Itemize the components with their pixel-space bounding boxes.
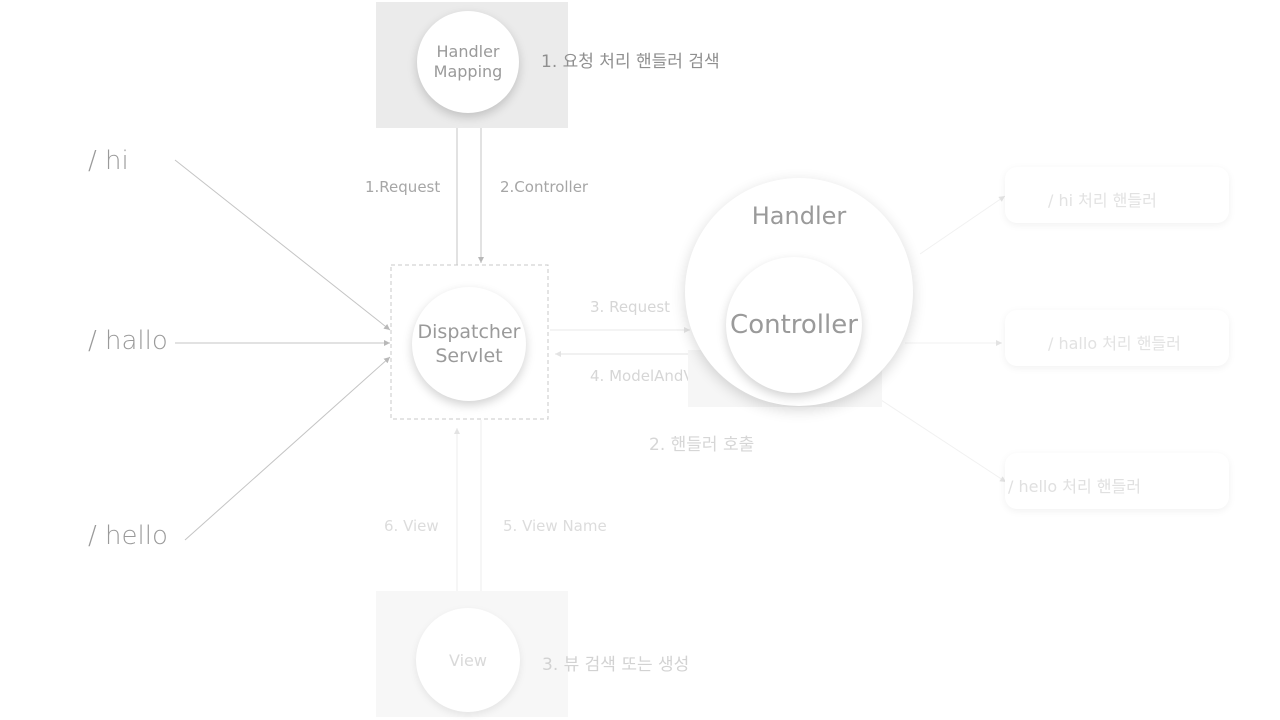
handler-mapping-label-line1: Handler <box>436 42 500 61</box>
handler-mapping-label-line2: Mapping <box>433 62 503 81</box>
handler-mapping-step: 1. 요청 처리 핸들러 검색 <box>541 52 720 72</box>
request-3-label: 3. Request <box>590 298 671 316</box>
route-hi-arrow <box>174 159 391 331</box>
request-1-label: 1.Request <box>365 178 441 196</box>
handler-step: 2. 핸들러 호출 <box>649 435 755 455</box>
handler-card-hello-label: / hello 처리 핸들러 <box>1008 477 1141 496</box>
route-hi: / hi <box>88 146 129 176</box>
dispatcher-label-line1: Dispatcher <box>417 321 521 343</box>
model-and-view-4-label: 4. ModelAndView <box>590 367 720 385</box>
handler-card-hallo-label: / hallo 처리 핸들러 <box>1048 334 1181 353</box>
route-hallo: / hallo <box>88 326 168 356</box>
view-name-5-label: 5. View Name <box>503 517 607 535</box>
view-step: 3. 뷰 검색 또는 생성 <box>542 655 690 675</box>
handler-title: Handler <box>751 202 847 230</box>
handler-card-hello: / hello 처리 핸들러 <box>1005 453 1229 509</box>
controller-2-label: 2.Controller <box>500 178 589 196</box>
route-hello-arrow <box>184 356 391 541</box>
view-6-label: 6. View <box>384 517 439 535</box>
dispatcher-dashed-box <box>390 264 549 420</box>
handler-to-hi-card <box>919 195 1006 255</box>
handler-mapping-node: Handler Mapping <box>417 11 519 113</box>
handler-card-hi-label: / hi 처리 핸들러 <box>1048 191 1157 210</box>
handler-card-hallo: / hallo 처리 핸들러 <box>1005 310 1229 366</box>
handler-card-hi: / hi 처리 핸들러 <box>1005 167 1229 223</box>
controller-label: Controller <box>730 310 858 340</box>
dispatcher-label-line2: Servlet <box>435 345 503 367</box>
controller-node: Controller <box>726 257 862 393</box>
view-node: View <box>416 608 520 712</box>
handler-to-hello-card <box>877 397 1007 483</box>
dispatcher-servlet-node: Dispatcher Servlet <box>412 287 526 401</box>
route-hello: / hello <box>88 521 168 551</box>
view-label: View <box>449 650 487 670</box>
